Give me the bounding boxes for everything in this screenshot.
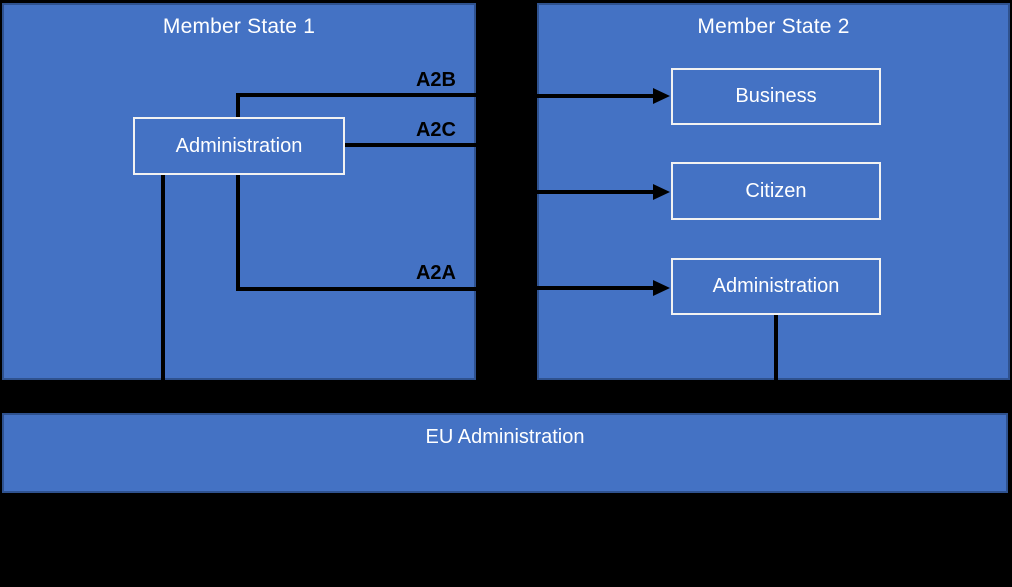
ms2-business-label: Business	[735, 85, 817, 107]
ms2-citizen-label: Citizen	[745, 179, 807, 202]
ms1-administration-node: Administration	[133, 117, 345, 175]
edge-label-a2b: A2B	[415, 69, 456, 91]
eu-administration-bar: EU Administration	[2, 413, 1008, 493]
ms2-administration-label: Administration	[712, 275, 840, 297]
member-state-2-title: Member State 2	[697, 15, 850, 38]
member-state-1-panel: Member State 1	[2, 3, 476, 380]
edge-label-a2c: A2C	[415, 119, 456, 141]
ms2-administration-node: Administration	[671, 258, 881, 315]
ms2-business-node: Business	[671, 68, 881, 125]
edge-label-a2a: A2A	[415, 262, 456, 284]
ms2-citizen-node: Citizen	[671, 162, 881, 220]
member-state-1-title: Member State 1	[162, 15, 316, 38]
ms1-administration-label: Administration	[175, 134, 303, 157]
eu-administration-label: EU Administration	[425, 426, 585, 448]
